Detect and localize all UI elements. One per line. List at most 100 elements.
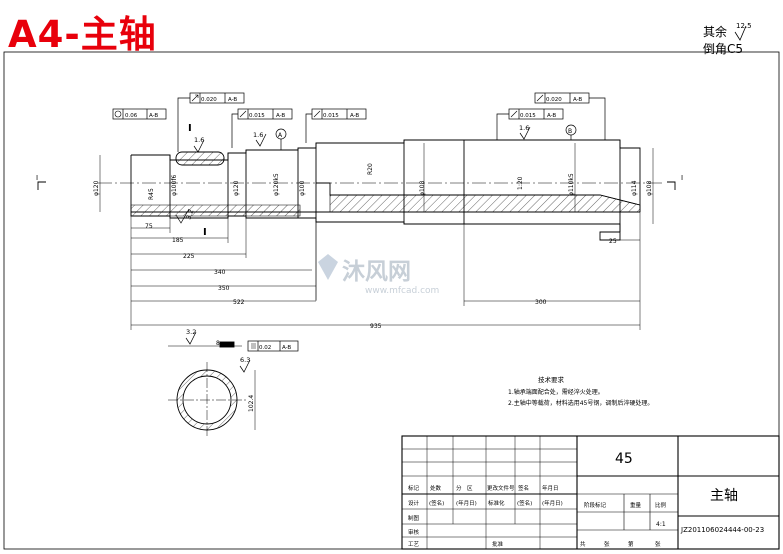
svg-text:制图: 制图 (408, 514, 420, 522)
roughness-icon (175, 208, 190, 224)
svg-text:设计: 设计 (408, 499, 420, 507)
section-view (168, 341, 256, 438)
roughness-2: 1.6 (253, 131, 263, 139)
dim-75: 75 (145, 223, 153, 230)
part-name: 主轴 (710, 488, 738, 504)
tech-line-1: 1.轴承端面配合处，需经淬火处理。 (508, 388, 604, 396)
roughness-value: 12.5 (736, 22, 752, 30)
runout-icon (191, 94, 199, 102)
dim-phi120b: φ120 (233, 180, 240, 196)
cylindricity-icon (114, 110, 122, 118)
svg-text:重量: 重量 (630, 501, 642, 509)
roughness-icon (519, 126, 531, 140)
roughness-4: 3.2 (184, 208, 195, 220)
svg-text:审核: 审核 (408, 528, 420, 536)
drawing-number: JZ201106024444-00-23 (680, 526, 764, 534)
svg-text:张: 张 (604, 540, 610, 548)
roughness-icon (193, 139, 205, 153)
svg-text:第: 第 (628, 540, 634, 548)
svg-text:(签名): (签名) (517, 499, 532, 507)
tech-heading: 技术要求 (538, 375, 565, 384)
title-block-labels: 标记 处数 分 区 更改文件号 签名 年月日 设计 (签名) (年月日) 标准化… (408, 484, 667, 548)
svg-text:标准化: 标准化 (488, 499, 505, 507)
dim-phi120k5: φ120k5 (273, 173, 280, 196)
dim-phi100f6: φ100f6 (171, 174, 178, 196)
roughness-3: 1.6 (519, 124, 529, 132)
shaft-view (98, 139, 665, 300)
general-notes: 其余 倒角C5 12.5 (703, 22, 752, 58)
dim-25: 25 (609, 238, 617, 245)
svg-text:共: 共 (580, 540, 586, 548)
svg-text:签名: 签名 (518, 484, 529, 492)
dimension-lines (99, 143, 654, 330)
runout-icon (239, 110, 247, 118)
dim-350: 350 (218, 285, 230, 292)
dim-taper: 1:20 (517, 176, 524, 190)
gdt-datum-section: A-B (282, 345, 291, 351)
dim-phi114: φ114 (631, 180, 638, 196)
svg-text:年月日: 年月日 (542, 484, 559, 492)
datum-a: A (278, 132, 283, 139)
runout-icon (313, 110, 321, 118)
svg-text:工艺: 工艺 (408, 541, 420, 548)
svg-text:比例: 比例 (655, 501, 667, 509)
drawing-title: A4-主轴 (8, 13, 157, 56)
dim-phi110k5: φ110k5 (568, 173, 575, 196)
gdt-datum-2: A-B (276, 113, 285, 119)
section-mark-right-icon (667, 181, 676, 190)
section-width: 8 (216, 340, 220, 347)
section-mark-left-icon (37, 181, 46, 190)
gdt-datum-3: A-B (350, 113, 359, 119)
chamfer-note: 倒角C5 (703, 42, 744, 56)
runout-icon (536, 94, 544, 102)
gdt-datum-4: A-B (573, 97, 582, 103)
gdt-datum-5: A-B (547, 113, 556, 119)
svg-text:更改文件号: 更改文件号 (487, 484, 515, 492)
watermark-brand: 沐风网 (342, 259, 411, 285)
gdt-frames (112, 92, 606, 352)
dim-r20: R20 (367, 163, 374, 175)
dim-phi108: φ108 (419, 180, 426, 196)
gdt-datum-1: A-B (228, 97, 237, 103)
section-mark-right: I (681, 174, 683, 182)
dim-522: 522 (233, 299, 245, 306)
svg-text:标记: 标记 (408, 484, 420, 492)
gdt-tol-1: 0.020 (201, 97, 217, 103)
gdt-tol-4: 0.020 (546, 97, 562, 103)
roughness-5: 3.2 (186, 328, 196, 336)
dim-r45: R45 (148, 188, 155, 200)
roughness-icon (185, 331, 197, 345)
dim-300: 300 (535, 299, 547, 306)
dim-340: 340 (214, 269, 226, 276)
dim-935: 935 (370, 323, 382, 330)
dim-phi100: φ100 (299, 180, 306, 196)
svg-text:批准: 批准 (492, 540, 504, 548)
section-mark-left: I (36, 174, 38, 182)
gdt-tol-section: 0.02 (259, 345, 271, 351)
section-label-bottom: I (203, 227, 207, 238)
roughness-icon (255, 133, 267, 147)
datum-b: B (568, 128, 572, 135)
drawing-frame (3, 51, 780, 550)
runout-icon (510, 110, 518, 118)
tech-line-2: 2.主轴中等载荷，材料选用45号钢，调制后淬硬处理。 (508, 399, 653, 407)
symmetry-icon (251, 343, 256, 349)
gdt-tol-6: 0.06 (125, 113, 138, 119)
gdt-tol-3: 0.015 (323, 113, 339, 119)
svg-text:(年月日): (年月日) (456, 499, 477, 507)
svg-text:(年月日): (年月日) (542, 499, 563, 507)
scale-value: 4:1 (656, 521, 666, 528)
section-label-top: I (188, 123, 192, 134)
watermark-url: www.mfcad.com (365, 286, 439, 296)
gdt-datum-6: A-B (149, 113, 158, 119)
watermark-logo-icon (318, 254, 338, 280)
svg-text:张: 张 (655, 540, 661, 548)
dim-185: 185 (172, 237, 184, 244)
dim-phi120: φ120 (93, 180, 100, 196)
title-block (401, 435, 780, 550)
svg-text:阶段标记: 阶段标记 (584, 501, 607, 509)
roughness-6: 6.3 (240, 356, 250, 364)
material: 45 (615, 451, 633, 467)
gdt-tol-5: 0.015 (520, 113, 536, 119)
